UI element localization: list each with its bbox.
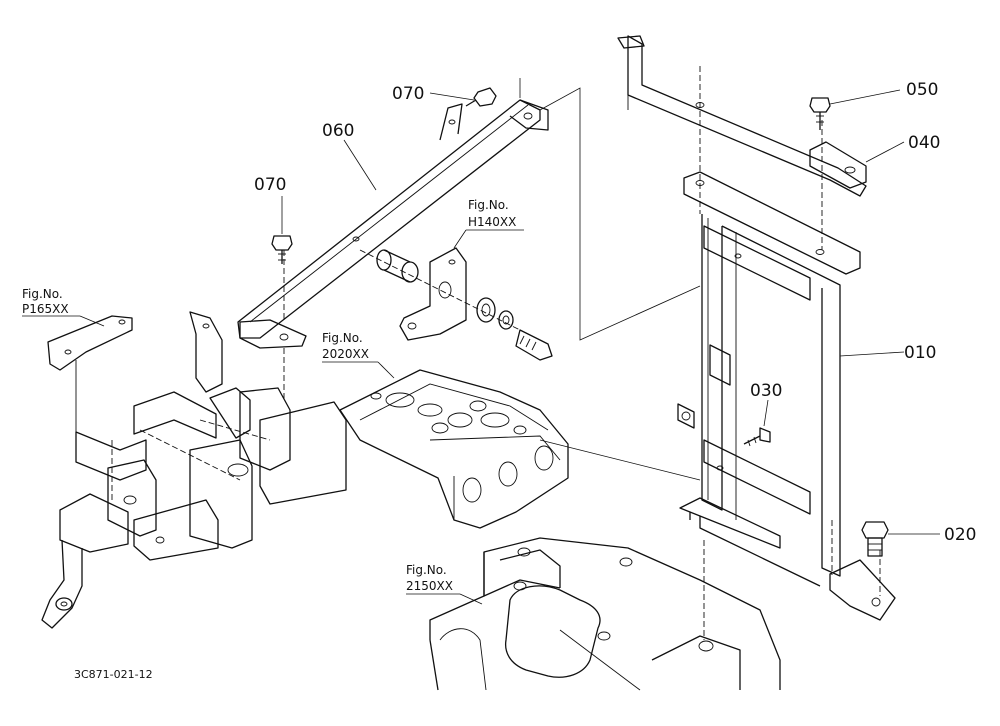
drawing-code: 3C871-021-12 [74, 668, 153, 681]
fig-ref-p165-line2: P165XX [22, 302, 69, 316]
fig-ref-2150-line1: Fig.No. [406, 563, 447, 577]
h140-bracket-group [359, 247, 553, 361]
part-label-010: 010 [904, 343, 936, 363]
part-label-020: 020 [944, 525, 976, 545]
bolt-070-left [271, 235, 293, 264]
part-label-030: 030 [750, 381, 782, 401]
bolt-030 [743, 427, 771, 447]
fig-ref-2020-line1: Fig.No. [322, 331, 363, 345]
fig-ref-h140-line1: Fig.No. [468, 198, 509, 212]
part-label-070-left: 070 [254, 175, 286, 195]
part-label-070-upper: 070 [392, 84, 424, 104]
bolt-020 [861, 521, 889, 557]
fig-ref-2020-line2: 2020XX [322, 347, 369, 361]
leader-lines [22, 89, 940, 605]
fig-ref-p165-line1: Fig.No. [22, 287, 63, 301]
part-label-040: 040 [908, 133, 940, 153]
fig-ref-h140-line2: H140XX [468, 215, 516, 229]
cylinder-head-2020 [339, 369, 701, 529]
bracket-040 [809, 141, 867, 189]
frame-bracket-010 [617, 35, 896, 640]
left-bracket-assembly-p165 [41, 311, 347, 629]
bolt-050 [809, 97, 831, 130]
engine-block-2150 [429, 537, 781, 691]
bolt-070-upper [465, 87, 497, 107]
part-label-060: 060 [322, 121, 354, 141]
arm-060 [237, 78, 701, 400]
fig-ref-2150-line2: 2150XX [406, 579, 453, 593]
part-label-050: 050 [906, 80, 938, 100]
